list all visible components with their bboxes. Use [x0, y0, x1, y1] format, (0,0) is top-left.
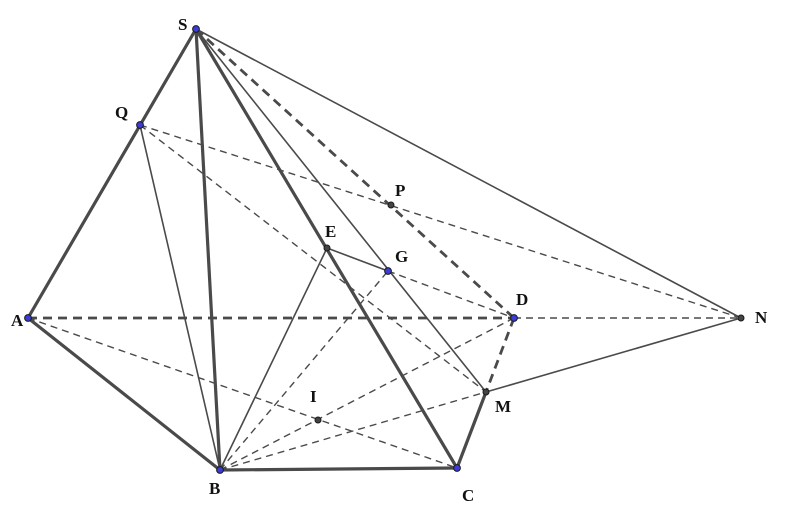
edge-SB: [194, 27, 222, 472]
label-Q: Q: [115, 103, 128, 122]
point-M: [482, 388, 490, 396]
label-P: P: [395, 181, 405, 200]
edge-SA: [26, 27, 198, 320]
line-BD: [219, 317, 515, 471]
label-B: B: [209, 479, 220, 498]
label-A: A: [11, 311, 24, 330]
edge-AB: [26, 316, 222, 472]
point-labels: S Q P E G D N A M I B C: [11, 15, 768, 505]
point-N: [737, 314, 745, 322]
label-G: G: [395, 247, 408, 266]
line-BM: [219, 391, 487, 471]
edge-SD: [195, 27, 515, 320]
line-BE: [219, 247, 328, 471]
point-C: [453, 464, 461, 472]
edge-CM: [455, 390, 488, 470]
line-MN: [485, 317, 742, 393]
label-E: E: [325, 222, 336, 241]
line-QN: [139, 124, 742, 319]
label-C: C: [462, 486, 474, 505]
point-P: [387, 201, 395, 209]
point-E: [323, 244, 331, 252]
edge-BC: [218, 466, 459, 472]
line-SM: [195, 28, 487, 393]
label-D: D: [516, 290, 528, 309]
visible-edges: [26, 27, 742, 472]
line-QB: [139, 124, 221, 471]
label-M: M: [495, 397, 511, 416]
edge-DM: [484, 317, 516, 393]
point-B: [216, 466, 224, 474]
label-I: I: [310, 387, 317, 406]
point-A: [24, 314, 32, 322]
label-S: S: [178, 15, 187, 34]
label-N: N: [755, 308, 768, 327]
point-D: [510, 314, 518, 322]
line-QM: [139, 124, 487, 393]
line-BG: [219, 270, 389, 471]
line-GD: [387, 270, 515, 319]
line-AC: [27, 317, 458, 469]
point-I: [314, 416, 322, 424]
points: [24, 25, 745, 474]
line-SN: [195, 28, 742, 319]
line-EG: [326, 247, 389, 272]
point-G: [384, 267, 392, 275]
point-S: [192, 25, 200, 33]
point-Q: [136, 121, 144, 129]
